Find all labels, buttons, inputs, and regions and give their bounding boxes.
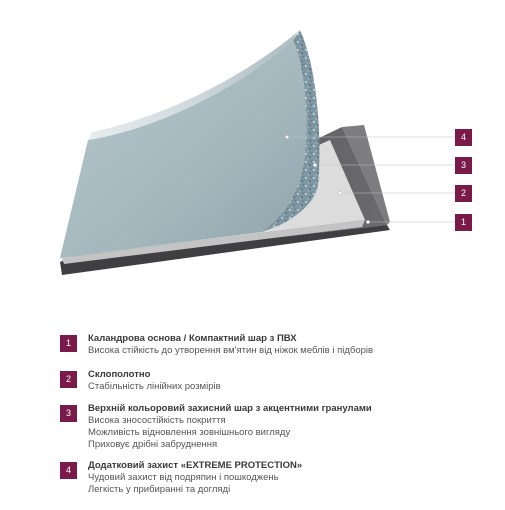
- callout-badge-2: 2: [455, 185, 472, 202]
- legend-line: Висока зносостійкість покриття: [88, 415, 226, 426]
- callout-badge-3: 3: [455, 157, 472, 174]
- legend-line: Стабільність лінійних розмірів: [88, 381, 221, 392]
- legend-title: Верхній кольоровий захисний шар з акцент…: [88, 403, 372, 414]
- legend-badge: 1: [60, 335, 77, 352]
- legend-line: Легкість у прибиранні та догляді: [88, 484, 231, 495]
- legend-title: Каландрова основа / Компактний шар з ПВХ: [88, 333, 297, 344]
- legend-title: Склополотно: [88, 369, 151, 380]
- legend-line: Висока стійкість до утворення вм'ятин ві…: [88, 345, 374, 356]
- legend-line: Приховує дрібні забруднення: [88, 439, 218, 450]
- top-protection-layer: [60, 30, 307, 258]
- callout-leaders: [285, 135, 455, 224]
- legend-badge: 3: [60, 405, 77, 422]
- callout-badge-4: 4: [455, 129, 472, 146]
- legend-title: Додатковий захист «EXTREME PROTECTION»: [88, 460, 303, 471]
- legend-line: Чудовий захист від подряпин і пошкоджень: [88, 472, 279, 483]
- granule-layer: [262, 30, 320, 232]
- legend-badge: 2: [60, 371, 77, 388]
- flooring-layers-illustration: [60, 30, 455, 275]
- callout-badge-1: 1: [455, 214, 472, 231]
- legend-line: Можливість відновлення зовнішнього вигля…: [88, 427, 291, 438]
- legend-badge: 4: [60, 462, 77, 479]
